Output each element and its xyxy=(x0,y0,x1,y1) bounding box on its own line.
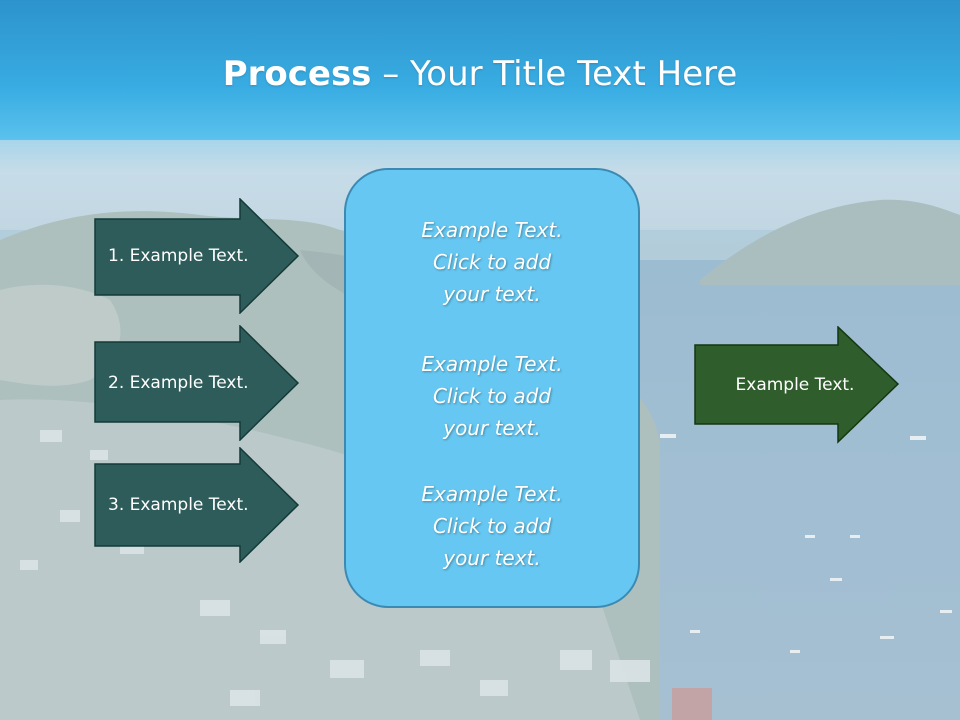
center-paragraph-1-line-2: Click to add xyxy=(432,250,552,274)
center-paragraph-3-line-2: Click to add xyxy=(432,514,552,538)
center-paragraph-2-line-3: your text. xyxy=(443,416,541,440)
step-arrow-1-label: 1. Example Text. xyxy=(108,246,249,266)
step-arrow-1-shape xyxy=(94,198,300,314)
step-arrow-2-shape xyxy=(94,325,300,441)
result-arrow-label: Example Text. xyxy=(735,375,855,395)
center-paragraph-3-line-3: your text. xyxy=(443,546,541,570)
center-paragraph-1-line-3: your text. xyxy=(443,282,541,306)
center-paragraph-3-line-1: Example Text. xyxy=(421,482,563,506)
center-paragraph-2: Example Text. Click to add your text. xyxy=(346,348,638,444)
center-paragraph-1-line-1: Example Text. xyxy=(421,218,563,242)
result-arrow[interactable]: Example Text. xyxy=(694,326,900,444)
step-arrow-3-label: 3. Example Text. xyxy=(108,495,249,515)
step-arrow-3[interactable]: 3. Example Text. xyxy=(94,447,300,563)
center-paragraph-1: Example Text. Click to add your text. xyxy=(346,214,638,310)
result-arrow-shape xyxy=(694,326,900,444)
center-paragraph-3: Example Text. Click to add your text. xyxy=(346,478,638,574)
step-arrow-3-shape xyxy=(94,447,300,563)
title-rest: – Your Title Text Here xyxy=(371,54,738,94)
slide-title: Process – Your Title Text Here xyxy=(0,52,960,96)
center-paragraph-2-line-2: Click to add xyxy=(432,384,552,408)
center-paragraph-2-line-1: Example Text. xyxy=(421,352,563,376)
step-arrow-1[interactable]: 1. Example Text. xyxy=(94,198,300,314)
step-arrow-2-label: 2. Example Text. xyxy=(108,373,249,393)
step-arrow-2[interactable]: 2. Example Text. xyxy=(94,325,300,441)
title-bold: Process xyxy=(222,54,372,94)
center-text-box[interactable]: Example Text. Click to add your text. Ex… xyxy=(344,168,640,608)
